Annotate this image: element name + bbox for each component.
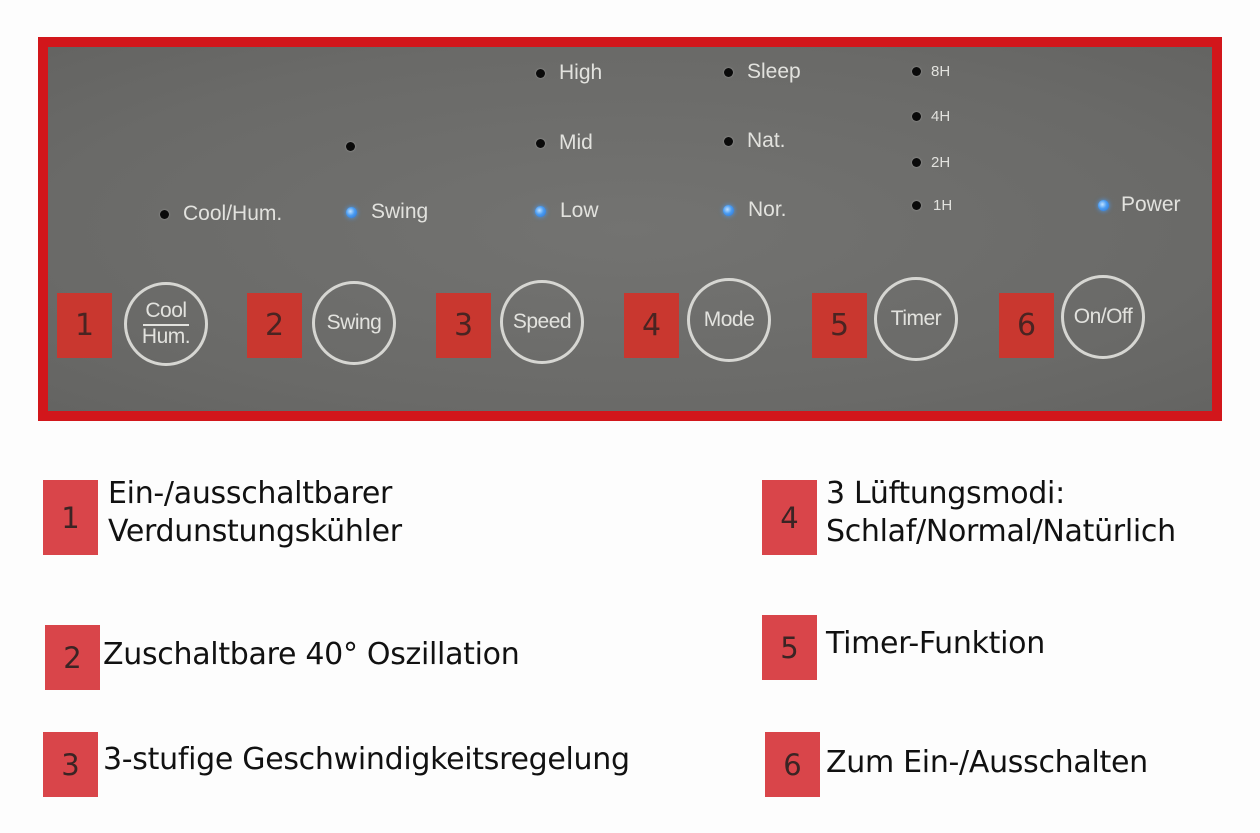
indicator-speed-mid: Mid: [536, 131, 593, 155]
swing-button[interactable]: Swing: [312, 281, 396, 365]
legend-text-4: 3 Lüftungsmodi: Schlaf/Normal/Natürlich: [826, 475, 1176, 551]
indicator-mode-nor: Nor.: [723, 198, 787, 222]
indicator-label: Nor.: [748, 198, 787, 221]
indicator-label: Low: [560, 199, 599, 222]
led-off-icon: [912, 112, 921, 121]
led-on-icon: [723, 204, 734, 216]
panel-badge-5: 5: [812, 293, 867, 358]
indicator-label: Power: [1121, 193, 1181, 216]
button-label: On/Off: [1073, 304, 1133, 328]
legend-text-3: 3-stufige Geschwindigkeitsregelung: [103, 742, 630, 777]
panel-badge-3: 3: [436, 293, 491, 358]
led-on-icon: [1098, 199, 1109, 211]
control-panel-frame: Cool/Hum. Swing High Mid Low Sleep Nat.: [38, 37, 1222, 421]
on-off-button[interactable]: On/Off: [1061, 275, 1145, 359]
speed-button[interactable]: Speed: [500, 280, 584, 364]
indicator-label: Swing: [371, 200, 429, 223]
button-label-top: Cool: [143, 300, 189, 326]
indicator-label: Mid: [559, 131, 593, 154]
legend-badge-1: 1: [43, 480, 98, 555]
indicator-label: 4H: [931, 108, 951, 125]
led-off-icon: [724, 67, 733, 77]
indicator-speed-low: Low: [535, 199, 599, 223]
indicator-label: 2H: [931, 154, 951, 171]
legend-text-5: Timer-Funktion: [826, 626, 1045, 661]
led-off-icon: [912, 67, 921, 76]
led-on-icon: [346, 206, 357, 218]
indicator-timer-1h: 1H: [912, 197, 952, 214]
timer-button[interactable]: Timer: [874, 277, 958, 361]
button-label: Mode: [703, 307, 755, 331]
indicator-timer-8h: 8H: [912, 63, 950, 80]
led-off-icon: [724, 136, 733, 146]
cool-hum-button[interactable]: Cool Hum.: [124, 282, 208, 366]
led-off-icon: [536, 138, 545, 148]
led-off-icon: [912, 158, 921, 167]
legend-line: Schlaf/Normal/Natürlich: [826, 514, 1176, 549]
legend-badge-4: 4: [762, 480, 817, 555]
panel-badge-2: 2: [247, 293, 302, 358]
led-off-icon: [160, 209, 169, 219]
legend-line: Verdunstungskühler: [108, 514, 402, 549]
indicator-timer-4h: 4H: [912, 108, 950, 125]
indicator-timer-2h: 2H: [912, 154, 950, 171]
legend-badge-5: 5: [762, 615, 817, 680]
legend-badge-2: 2: [45, 625, 100, 690]
button-label-bottom: Hum.: [141, 324, 191, 348]
legend-text-6: Zum Ein-/Ausschalten: [826, 745, 1148, 780]
indicator-label: Cool/Hum.: [183, 202, 283, 225]
indicator-mode-nat: Nat.: [724, 129, 786, 153]
mode-button[interactable]: Mode: [687, 278, 771, 362]
indicator-label: 8H: [931, 63, 951, 80]
indicator-cool-hum: Cool/Hum.: [160, 202, 282, 226]
led-on-icon: [535, 205, 546, 217]
led-off-icon: [912, 201, 921, 210]
indicator-label: Sleep: [747, 60, 801, 83]
legend-line: Ein-/ausschaltbarer: [108, 476, 393, 511]
panel-badge-6: 6: [999, 293, 1054, 358]
indicator-label: 1H: [933, 197, 953, 214]
led-off-icon: [536, 68, 545, 78]
legend-text-1: Ein-/ausschaltbarer Verdunstungskühler: [108, 475, 402, 551]
panel-badge-4: 4: [624, 293, 679, 358]
panel-badge-1: 1: [57, 293, 112, 358]
indicator-power: Power: [1098, 193, 1181, 217]
legend-text-2: Zuschaltbare 40° Oszillation: [103, 637, 520, 672]
indicator-swing: Swing: [346, 200, 428, 224]
indicator-label: High: [559, 61, 603, 84]
indicator-label: Nat.: [747, 129, 786, 152]
button-label: Timer: [890, 306, 942, 330]
indicator-speed-high: High: [536, 61, 602, 85]
control-panel: Cool/Hum. Swing High Mid Low Sleep Nat.: [48, 47, 1212, 411]
legend-badge-6: 6: [765, 732, 820, 797]
indicator-mode-sleep: Sleep: [724, 60, 801, 84]
legend-line: 3 Lüftungsmodi:: [826, 476, 1065, 511]
button-label: Speed: [512, 309, 572, 333]
led-off-icon: [346, 142, 355, 151]
legend-badge-3: 3: [43, 732, 98, 797]
button-label: Swing: [326, 310, 382, 334]
